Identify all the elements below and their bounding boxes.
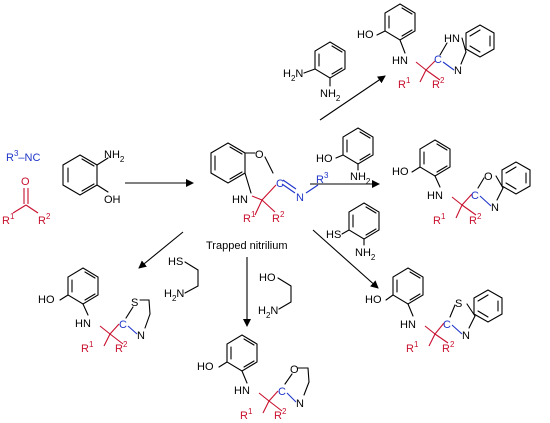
r1-label: R1 xyxy=(81,340,94,355)
h2n-label: H2N xyxy=(258,305,278,320)
ring-nitrogen: N xyxy=(462,330,470,342)
r2-label: R2 xyxy=(38,212,51,227)
hs-label: HS xyxy=(326,229,341,241)
ring-carbon: C xyxy=(471,190,479,202)
arrow-to-benzothiazole xyxy=(312,229,379,289)
product-benzothiazole: HO HN S C N R1 R2 xyxy=(365,267,503,355)
r1-label: R1 xyxy=(406,340,419,355)
r1-label: R1 xyxy=(2,212,15,227)
nh-label: HN xyxy=(75,318,91,330)
ring-sulfur: S xyxy=(131,297,138,309)
ring-nitrogen: N xyxy=(137,330,145,342)
arrow-to-benzimidazole xyxy=(319,75,386,121)
ring-carbon: C xyxy=(443,319,451,331)
ho-label: HO xyxy=(197,361,214,373)
nh-label: HN xyxy=(400,319,416,331)
nh2-label: NH2 xyxy=(355,247,376,262)
product-benzoxazole: HO HN O C N R1 R2 xyxy=(392,139,531,227)
ho-label: HO xyxy=(259,272,276,284)
ring-carbon: C xyxy=(119,319,127,331)
r2-label: R2 xyxy=(272,210,285,225)
ho-label: HO xyxy=(392,166,409,178)
r1-label: R1 xyxy=(243,210,256,225)
arrow-to-thiazoline xyxy=(138,231,184,269)
reagent-ethanolamine: HO H2N xyxy=(258,272,292,320)
ring-oxygen: O xyxy=(290,364,299,376)
reagent-diamine: H2N NH2 xyxy=(283,41,346,103)
h2n-label: H2N xyxy=(164,288,184,303)
nitrilium-nitrogen: N xyxy=(296,192,304,204)
ring-carbon: C xyxy=(434,54,442,66)
nh-label: HN xyxy=(427,190,443,202)
nh2-label: NH2 xyxy=(320,88,341,103)
trapped-nitrilium: O C N R3 HN R1 R2 Trapped nitrilium xyxy=(206,142,329,252)
carbonyl-oxygen: O xyxy=(21,176,30,188)
ho-label: HO xyxy=(357,29,374,41)
reagent-aminophenol: HO NH2 xyxy=(316,127,374,186)
nitrilium-carbon: C xyxy=(276,178,284,190)
hs-label: HS xyxy=(168,256,183,268)
r3-label: R3 xyxy=(316,171,329,186)
product-oxazoline: HO HN O C N R1 R2 xyxy=(197,334,310,422)
r1-label: R1 xyxy=(433,212,446,227)
ring-carbon: C xyxy=(278,386,286,398)
nh2-label: NH2 xyxy=(350,171,371,186)
ring-nitrogen: N xyxy=(296,398,304,410)
nh-label: HN xyxy=(392,55,408,67)
ring-nitrogen: N xyxy=(491,202,499,214)
ring-oxygen: O xyxy=(255,149,264,161)
nh2-label: NH2 xyxy=(104,149,125,164)
ho-label: HO xyxy=(365,294,382,306)
hn-label: HN xyxy=(232,194,248,206)
ring-nh-label: HN xyxy=(444,33,460,45)
oh-label: OH xyxy=(104,194,121,206)
ring-oxygen: O xyxy=(484,171,493,183)
r2-label: R2 xyxy=(469,212,482,227)
r2-label: R2 xyxy=(274,407,287,422)
aminophenol-reactant: NH2 OH xyxy=(62,149,125,206)
r2-label: R2 xyxy=(442,340,455,355)
ho-label: HO xyxy=(316,153,333,165)
product-benzimidazole: HO HN HN C N R1 R2 xyxy=(357,3,495,91)
ho-label: HO xyxy=(38,294,55,306)
ring-nitrogen: N xyxy=(454,65,462,77)
nh-label: HN xyxy=(234,385,250,397)
reagent-aminothiophenol: HS NH2 xyxy=(326,202,380,262)
h2n-label: H2N xyxy=(283,68,303,83)
trapped-nitrilium-label: Trapped nitrilium xyxy=(206,240,288,252)
product-thiazoline: HO HN S C N R1 R2 xyxy=(38,267,151,355)
r1-label: R1 xyxy=(240,407,253,422)
reagent-cysteamine: HS H2N xyxy=(164,256,199,303)
r3-label: R3–NC xyxy=(6,149,40,164)
r2-label: R2 xyxy=(115,340,128,355)
isocyanide-reactant: R3–NC xyxy=(6,149,40,164)
ring-sulfur: S xyxy=(455,298,462,310)
r2-label: R2 xyxy=(432,76,445,91)
carbonyl-reactant: O R1 R2 xyxy=(2,176,51,227)
r1-label: R1 xyxy=(398,76,411,91)
